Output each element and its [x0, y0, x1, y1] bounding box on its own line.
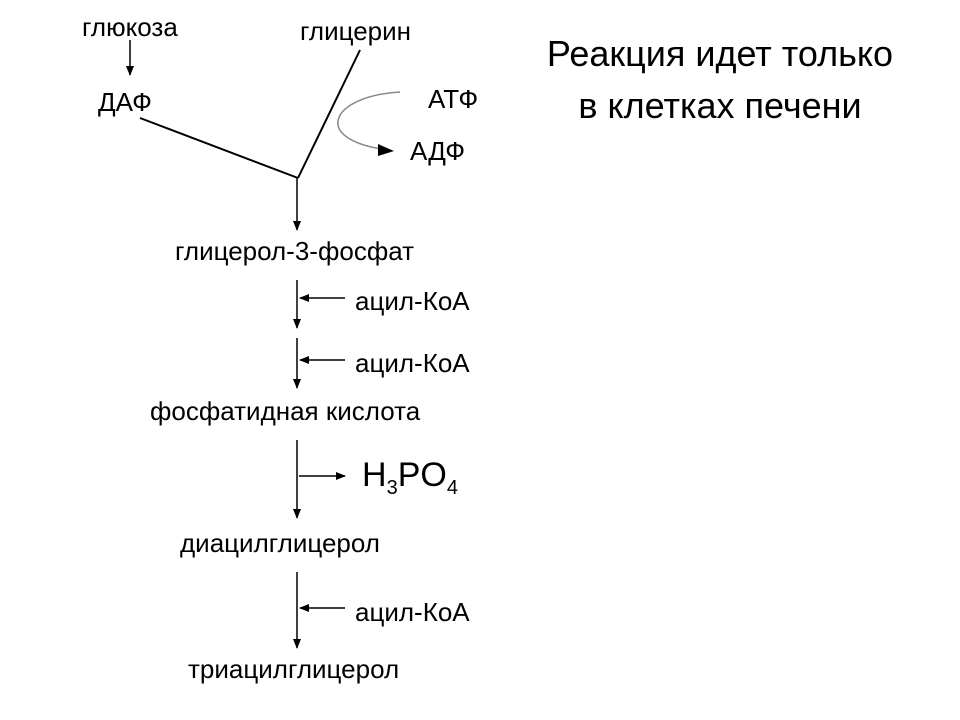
- arrowhead-adp: [378, 144, 394, 156]
- label-h3po4: H3PO4: [362, 456, 458, 499]
- label-glycerol-3-phosphate: глицерол-3-фосфат: [175, 236, 415, 266]
- title-line-2: в клетках печени: [578, 85, 862, 126]
- label-acyl-coa-3: ацил-КоА: [355, 597, 470, 627]
- label-adf: АДФ: [410, 136, 466, 166]
- label-acyl-coa-1: ацил-КоА: [355, 286, 470, 316]
- label-daf: ДАФ: [98, 87, 152, 117]
- line-daf-junction: [139, 117, 299, 179]
- label-atf: АТФ: [428, 84, 479, 114]
- curve-atp-adp: [337, 91, 401, 151]
- label-triacylglycerol: триацилглицерол: [188, 654, 400, 684]
- label-glucose: глюкоза: [82, 12, 178, 42]
- label-acyl-coa-2: ацил-КоА: [355, 348, 470, 378]
- line-glycerin-junction: [297, 49, 361, 179]
- title-line-1: Реакция идет только: [546, 33, 894, 74]
- label-diacylglycerol: диацилглицерол: [180, 528, 380, 558]
- label-glycerin: глицерин: [300, 16, 412, 46]
- label-phosphatidic-acid: фосфатидная кислота: [150, 396, 421, 426]
